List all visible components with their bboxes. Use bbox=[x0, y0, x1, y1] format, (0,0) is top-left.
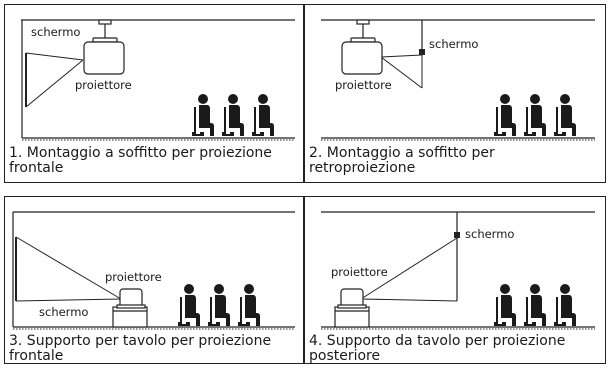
screen-label: schermo bbox=[31, 25, 81, 39]
panel-ceiling-rear: schermo proiettore 2. Montaggio a soffit… bbox=[304, 4, 606, 183]
projector-icon bbox=[337, 288, 367, 309]
floor bbox=[22, 137, 295, 141]
diagram-table-front bbox=[12, 211, 295, 330]
projection-beam bbox=[15, 236, 122, 302]
projector-label: proiettore bbox=[105, 270, 162, 284]
ceiling-mount bbox=[98, 19, 112, 39]
panel-table-rear: schermo proiettore 4. Supporto da tavolo… bbox=[304, 196, 606, 364]
panel-ceiling-front: schermo proiettore 1. Montaggio a soffit… bbox=[4, 4, 304, 183]
diagram-ceiling-rear bbox=[321, 19, 595, 141]
diagram-ceiling-front bbox=[21, 19, 295, 141]
projection-beam bbox=[380, 54, 423, 89]
projector-label: proiettore bbox=[331, 265, 388, 279]
panel-caption: 2. Montaggio a soffitto per retroproiezi… bbox=[309, 145, 495, 176]
panel-caption: 1. Montaggio a soffitto per proiezione f… bbox=[9, 145, 272, 176]
audience-icon bbox=[178, 284, 260, 326]
audience-icon bbox=[494, 284, 576, 326]
panel-caption: 3. Supporto per tavolo per proiezione fr… bbox=[9, 333, 272, 364]
audience-icon bbox=[494, 94, 576, 136]
screen-label: schermo bbox=[429, 37, 479, 51]
panel-caption: 4. Supporto da tavolo per proiezione pos… bbox=[309, 333, 566, 364]
floor bbox=[13, 326, 295, 330]
ceiling-mount bbox=[356, 19, 370, 39]
projector-icon bbox=[116, 288, 146, 309]
projection-beam bbox=[25, 52, 84, 108]
screen-icon bbox=[454, 212, 460, 301]
screen-label: schermo bbox=[465, 227, 515, 241]
projector-label: proiettore bbox=[335, 78, 392, 92]
floor bbox=[321, 137, 595, 141]
table bbox=[334, 306, 370, 328]
diagram-table-rear bbox=[321, 211, 595, 330]
projector-label: proiettore bbox=[75, 78, 132, 92]
screen-label: schermo bbox=[39, 305, 89, 319]
screen-icon bbox=[419, 20, 425, 55]
audience-icon bbox=[192, 94, 274, 136]
projector-icon bbox=[341, 37, 383, 75]
panel-table-front: schermo proiettore 3. Supporto per tavol… bbox=[4, 196, 304, 364]
projector-icon bbox=[83, 37, 125, 75]
table bbox=[112, 306, 148, 328]
projection-beam bbox=[360, 237, 458, 302]
